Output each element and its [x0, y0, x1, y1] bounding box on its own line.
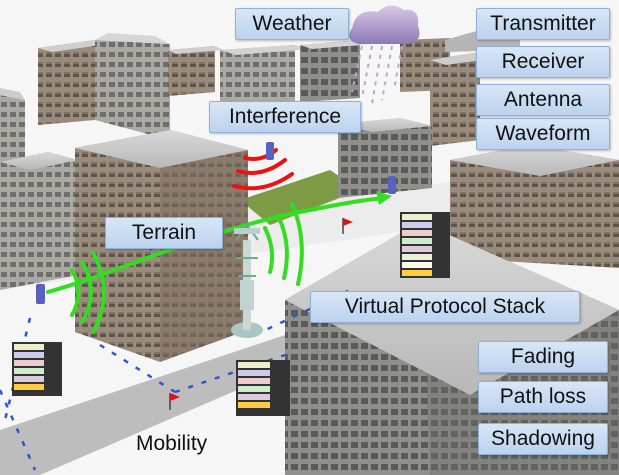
radio-component-receiver: Receiver [476, 46, 610, 78]
interference-label: Interference [209, 101, 361, 133]
weather-cloud [349, 5, 420, 105]
flags [169, 218, 353, 410]
radio-component-transmitter: Transmitter [476, 8, 610, 40]
radio-component-antenna: Antenna [476, 84, 610, 116]
channel-effect-fading: Fading [478, 341, 608, 373]
signal-path [46, 191, 392, 334]
weather-label: Weather [235, 8, 349, 40]
radio-devices [36, 142, 396, 304]
mobility-label: Mobility [136, 432, 208, 455]
building-left [0, 152, 78, 290]
channel-effect-path-loss: Path loss [478, 381, 608, 413]
channel-effect-shadowing: Shadowing [478, 423, 608, 455]
protocol-stack-icons [12, 212, 450, 416]
virtual-protocol-stack-label: Virtual Protocol Stack [310, 291, 580, 323]
base-station-tower [231, 223, 263, 338]
building-center [338, 118, 432, 198]
radio-component-waveform: Waveform [476, 118, 610, 150]
building-right [450, 145, 619, 268]
terrain-label: Terrain [105, 217, 223, 249]
